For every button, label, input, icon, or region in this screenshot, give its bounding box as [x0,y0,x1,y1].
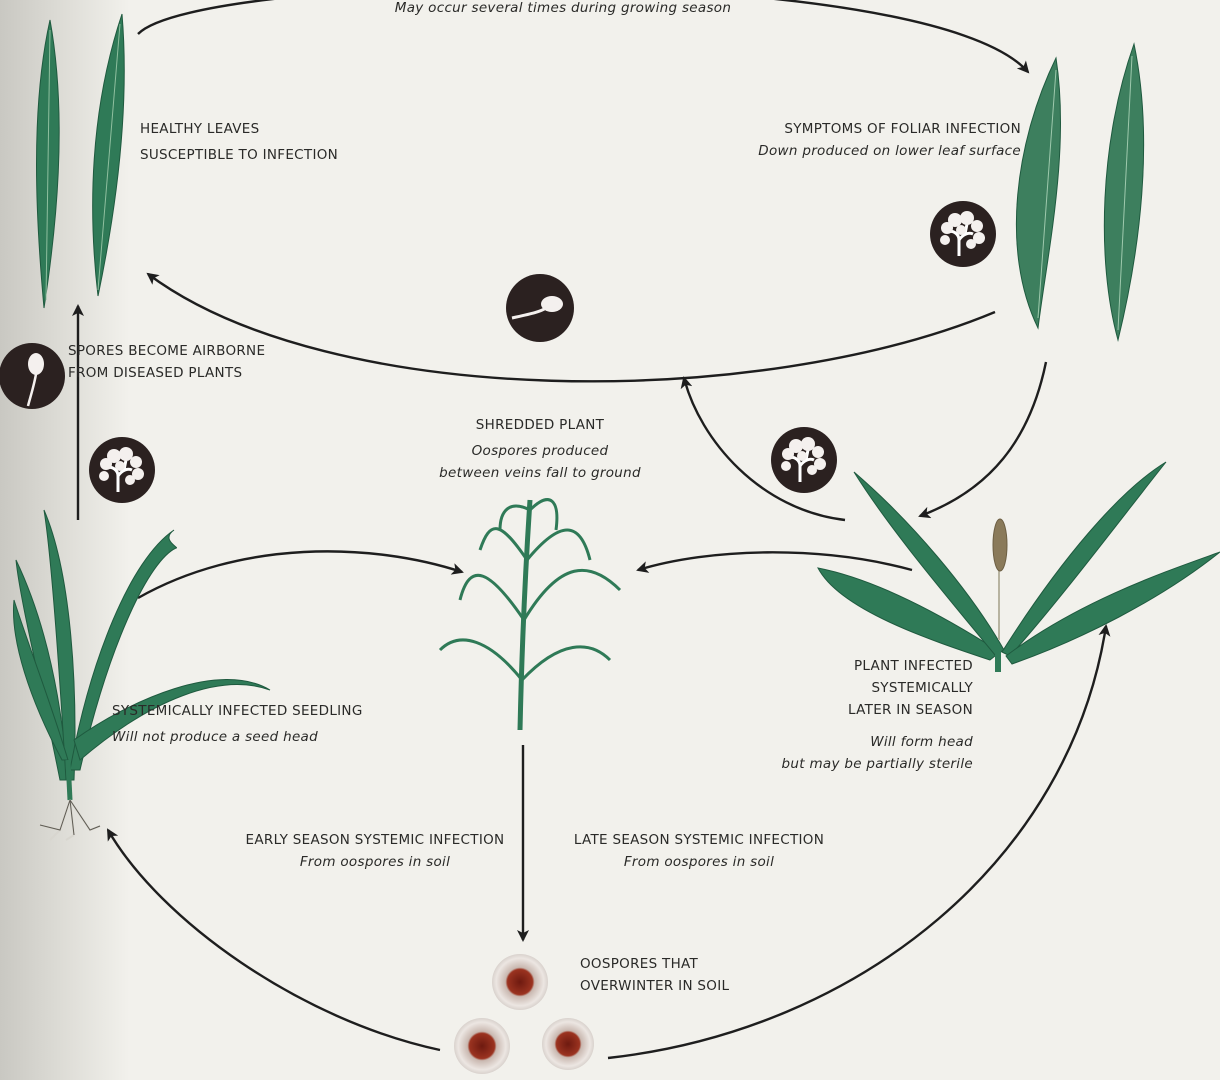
shredded-label: SHREDDED PLANT Oospores produced between… [430,414,650,484]
late-infection-label: LATE SEASON SYSTEMIC INFECTION From oosp… [566,829,832,873]
healthy-line-1: HEALTHY LEAVES [140,118,338,140]
early-infection-title: EARLY SEASON SYSTEMIC INFECTION [240,829,510,851]
seedling-title: SYSTEMICALLY INFECTED SEEDLING [112,700,363,722]
arrow-late-plant-to-shredded [638,552,912,570]
oospore-cluster [454,954,594,1074]
sporangia-icon [771,427,837,493]
oospores-label: OOSPORES THAT OVERWINTER IN SOIL [580,953,729,997]
shredded-title: SHREDDED PLANT [430,414,650,436]
arrow-seedling-to-shredded [138,551,462,598]
spore-icon [506,274,574,342]
early-infection-label: EARLY SEASON SYSTEMIC INFECTION From oos… [240,829,510,873]
shredded-sub-2: between veins fall to ground [430,462,650,484]
healthy-line-2: SUSCEPTIBLE TO INFECTION [140,144,338,166]
shredded-sub-1: Oospores produced [430,440,650,462]
oospore-2 [454,1018,510,1074]
sporangia-icon [89,437,155,503]
seedling-roots [40,800,100,840]
airborne-label: SPORES BECOME AIRBORNE FROM DISEASED PLA… [68,340,265,384]
seedling-plant [13,510,270,800]
late-plant-line-1: PLANT INFECTED [760,655,973,677]
arrow-foliar-to-late-plant [920,362,1046,516]
oospores-line-1: OOSPORES THAT [580,953,729,975]
late-plant-line-2: SYSTEMICALLY [760,677,973,699]
seedling-sub: Will not produce a seed head [112,726,363,748]
late-plant-sub-1: Will form head [760,731,973,753]
late-infection-title: LATE SEASON SYSTEMIC INFECTION [566,829,832,851]
shredded-plant [440,500,620,730]
late-plant-sub-2: but may be partially sterile [760,753,973,775]
oospore-3 [542,1018,594,1070]
oospores-line-2: OVERWINTER IN SOIL [580,975,729,997]
sporangia-icon [930,201,996,267]
foliar-label: SYMPTOMS OF FOLIAR INFECTION Down produc… [700,118,1021,162]
healthy-leaves-label: HEALTHY LEAVES SUSCEPTIBLE TO INFECTION [140,118,338,166]
oospore-1 [492,954,548,1010]
late-infection-sub: From oospores in soil [566,851,832,873]
early-infection-sub: From oospores in soil [240,851,510,873]
airborne-line-1: SPORES BECOME AIRBORNE [68,340,265,362]
late-plant-label: PLANT INFECTED SYSTEMICALLY LATER IN SEA… [760,655,973,775]
top-note: May occur several times during growing s… [380,0,746,19]
healthy-leaves [37,14,125,308]
spore-icon [0,343,65,409]
late-infected-plant [818,462,1220,672]
foliar-sub: Down produced on lower leaf surface [700,140,1021,162]
top-note-text: May occur several times during growing s… [380,0,746,19]
seedling-label: SYSTEMICALLY INFECTED SEEDLING Will not … [112,700,363,748]
foliar-title: SYMPTOMS OF FOLIAR INFECTION [700,118,1021,140]
arrow-foliar-to-healthy [148,274,995,381]
airborne-line-2: FROM DISEASED PLANTS [68,362,265,384]
foliar-infected-leaves [1016,44,1143,340]
late-plant-line-3: LATER IN SEASON [760,699,973,721]
